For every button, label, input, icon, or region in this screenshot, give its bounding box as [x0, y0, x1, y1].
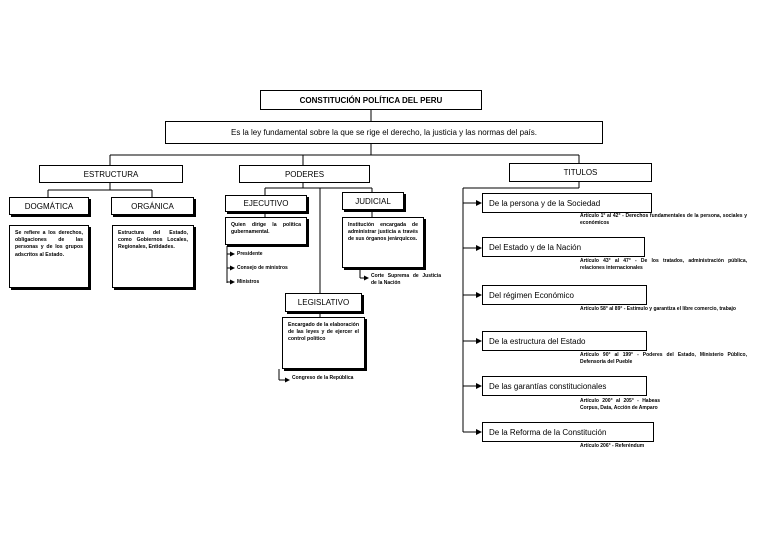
definition-box: Es la ley fundamental sobre la que se ri…	[165, 121, 603, 144]
organica-box: ORGÁNICA	[111, 197, 194, 215]
dogmatica-box: DOGMÁTICA	[9, 197, 89, 215]
titulo-3-box: Del régimen Económico	[482, 285, 647, 305]
titulo-2-desc: Artículo 43° al 47° - De los tratados, a…	[580, 258, 747, 271]
definition-text: Es la ley fundamental sobre la que se ri…	[231, 128, 537, 137]
ejecutivo-item-ministros: Ministros	[237, 279, 260, 285]
titulo-3-desc: Artículo 58° al 89° - Estímulo y garanti…	[580, 306, 736, 312]
organica-desc: Estructura del Estado, como Gobiernos Lo…	[118, 230, 188, 251]
ejecutivo-label: EJECUTIVO	[243, 199, 289, 208]
organica-desc-box: Estructura del Estado, como Gobiernos Lo…	[112, 225, 194, 288]
judicial-item: Corte Suprema de Justicia de la Nación	[371, 273, 441, 286]
titulo-1-box: De la persona y de la Sociedad	[482, 193, 652, 213]
titulo-5-desc: Artículo 200° al 205° - Habeas Corpus, D…	[580, 398, 660, 411]
legislativo-desc-box: Encargado de la elaboración de las leyes…	[282, 317, 365, 369]
dogmatica-label: DOGMÁTICA	[24, 201, 74, 211]
titulos-label: TITULOS	[563, 168, 598, 177]
titulo-1-desc: Artículo 1° al 42° - Derechos fundamenta…	[580, 213, 747, 226]
titulo-6-box: De la Reforma de la Constitución	[482, 422, 654, 442]
ejecutivo-desc: Quien dirige la política gubernamental.	[231, 222, 301, 236]
legislativo-label: LEGISLATIVO	[297, 298, 350, 307]
poderes-label: PODERES	[284, 169, 325, 179]
title-text: CONSTITUCIÓN POLÍTICA DEL PERU	[299, 95, 443, 105]
ejecutivo-desc-box: Quien dirige la política gubernamental.	[225, 217, 307, 245]
titulo-2-box: Del Estado y de la Nación	[482, 237, 645, 257]
titulos-box: TITULOS	[509, 163, 652, 182]
estructura-label: ESTRUCTURA	[83, 169, 139, 179]
titulo-5-box: De las garantías constitucionales	[482, 376, 647, 396]
dogmatica-desc: Se refiere a los derechos, obligaciones …	[15, 230, 83, 258]
titulo-4-box: De la estructura del Estado	[482, 331, 647, 351]
ejecutivo-item-consejo: Consejo de ministros	[237, 265, 288, 271]
legislativo-item: Congreso de la República	[292, 375, 354, 381]
estructura-box: ESTRUCTURA	[39, 165, 183, 183]
titulo-4-desc: Artículo 90° al 199° - Poderes del Estad…	[580, 352, 747, 365]
judicial-label: JUDICIAL	[355, 196, 391, 206]
legislativo-box: LEGISLATIVO	[285, 293, 362, 312]
ejecutivo-item-presidente: Presidente	[237, 251, 263, 257]
title-box: CONSTITUCIÓN POLÍTICA DEL PERU	[260, 90, 482, 110]
ejecutivo-box: EJECUTIVO	[225, 195, 307, 212]
dogmatica-desc-box: Se refiere a los derechos, obligaciones …	[9, 225, 89, 288]
poderes-box: PODERES	[239, 165, 370, 183]
judicial-box: JUDICIAL	[342, 192, 404, 210]
judicial-desc-box: Institución encargada de administrar jus…	[342, 217, 424, 268]
legislativo-desc: Encargado de la elaboración de las leyes…	[288, 322, 359, 343]
organica-label: ORGÁNICA	[131, 201, 174, 211]
judicial-desc: Institución encargada de administrar jus…	[348, 222, 418, 243]
titulo-6-desc: Artículo 206° - Referéndum	[580, 443, 645, 449]
